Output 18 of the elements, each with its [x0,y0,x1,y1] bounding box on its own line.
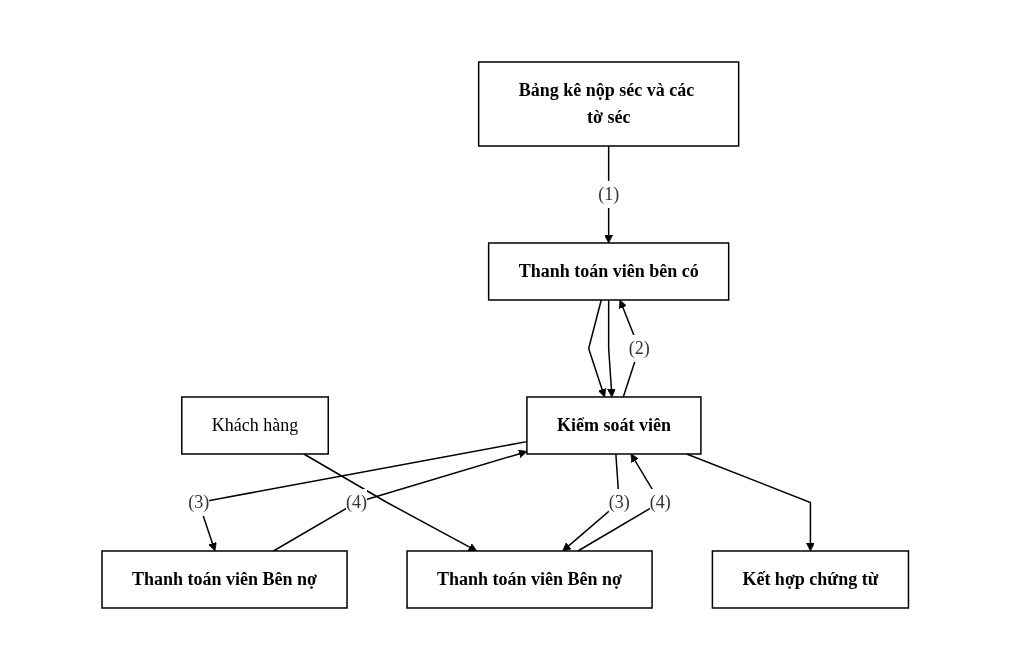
edge-label: (1) [598,183,620,204]
node-box: Khách hàng [181,395,330,455]
node-box: Kết hợp chứng từ [711,549,910,609]
arrow [588,298,607,397]
edge-label: (2) [628,337,650,358]
node-box: Bảng kê nộp séc và các tờ séc [478,60,740,147]
arrow [607,298,617,397]
arrow [272,449,528,552]
arrow [303,452,478,551]
edge-label: (4) [649,491,671,512]
edge-label: (3) [188,491,210,512]
node-box: Thanh toán viên Bên nợ [101,549,349,609]
node-box: Thanh toán viên bên có [488,241,730,301]
arrow [686,452,816,551]
node-box: Kiểm soát viên [526,395,702,455]
edge-label: (3) [608,491,630,512]
node-box: Thanh toán viên Bên nợ [406,549,654,609]
edge-label: (4) [346,491,368,512]
